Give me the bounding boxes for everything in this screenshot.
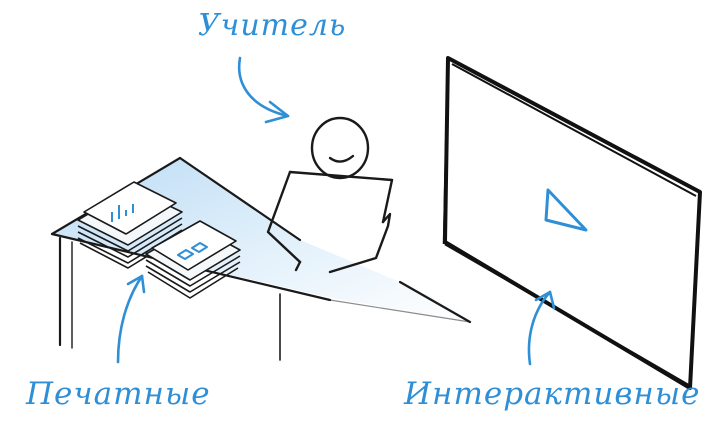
printed-materials-label: Печатные — [26, 376, 211, 412]
desk — [52, 158, 470, 360]
arrow-to-teacher — [239, 58, 288, 122]
teacher-figure — [268, 118, 392, 272]
desk-top — [52, 158, 470, 322]
teacher-label: Учитель — [198, 8, 346, 43]
interactive-materials-label: Интерактивные — [404, 376, 700, 412]
teacher-head — [312, 118, 368, 178]
interactive-screen — [444, 58, 700, 388]
arrow-to-printed — [118, 276, 144, 362]
